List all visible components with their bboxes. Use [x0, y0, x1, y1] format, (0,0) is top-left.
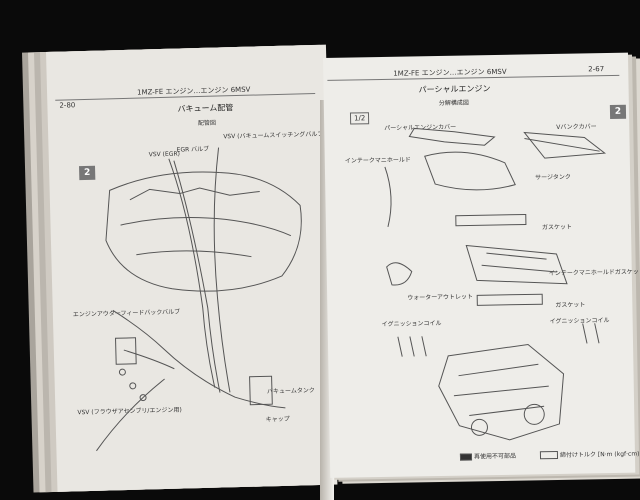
right-page: 1MZ-FE エンジン…エンジン 6MSV 2-67 パーシャルエンジン 分解構…: [323, 52, 640, 478]
legend-reuse-label: 再使用不可部品: [473, 452, 517, 461]
vacuum-piping-diagram: [96, 147, 302, 452]
partial-engine-exploded-diagram: [384, 127, 607, 441]
legend-torque-label: 締付けトルク [N·m (kgf·cm)]: [559, 450, 640, 459]
left-page: 2-80 1MZ-FE エンジン…エンジン 6MSV バキューム配管 配管図 2…: [46, 44, 346, 492]
legend-reuse-marker: [459, 453, 473, 461]
open-book: 2-80 1MZ-FE エンジン…エンジン 6MSV バキューム配管 配管図 2…: [8, 30, 640, 500]
legend-torque-marker: [539, 450, 559, 460]
